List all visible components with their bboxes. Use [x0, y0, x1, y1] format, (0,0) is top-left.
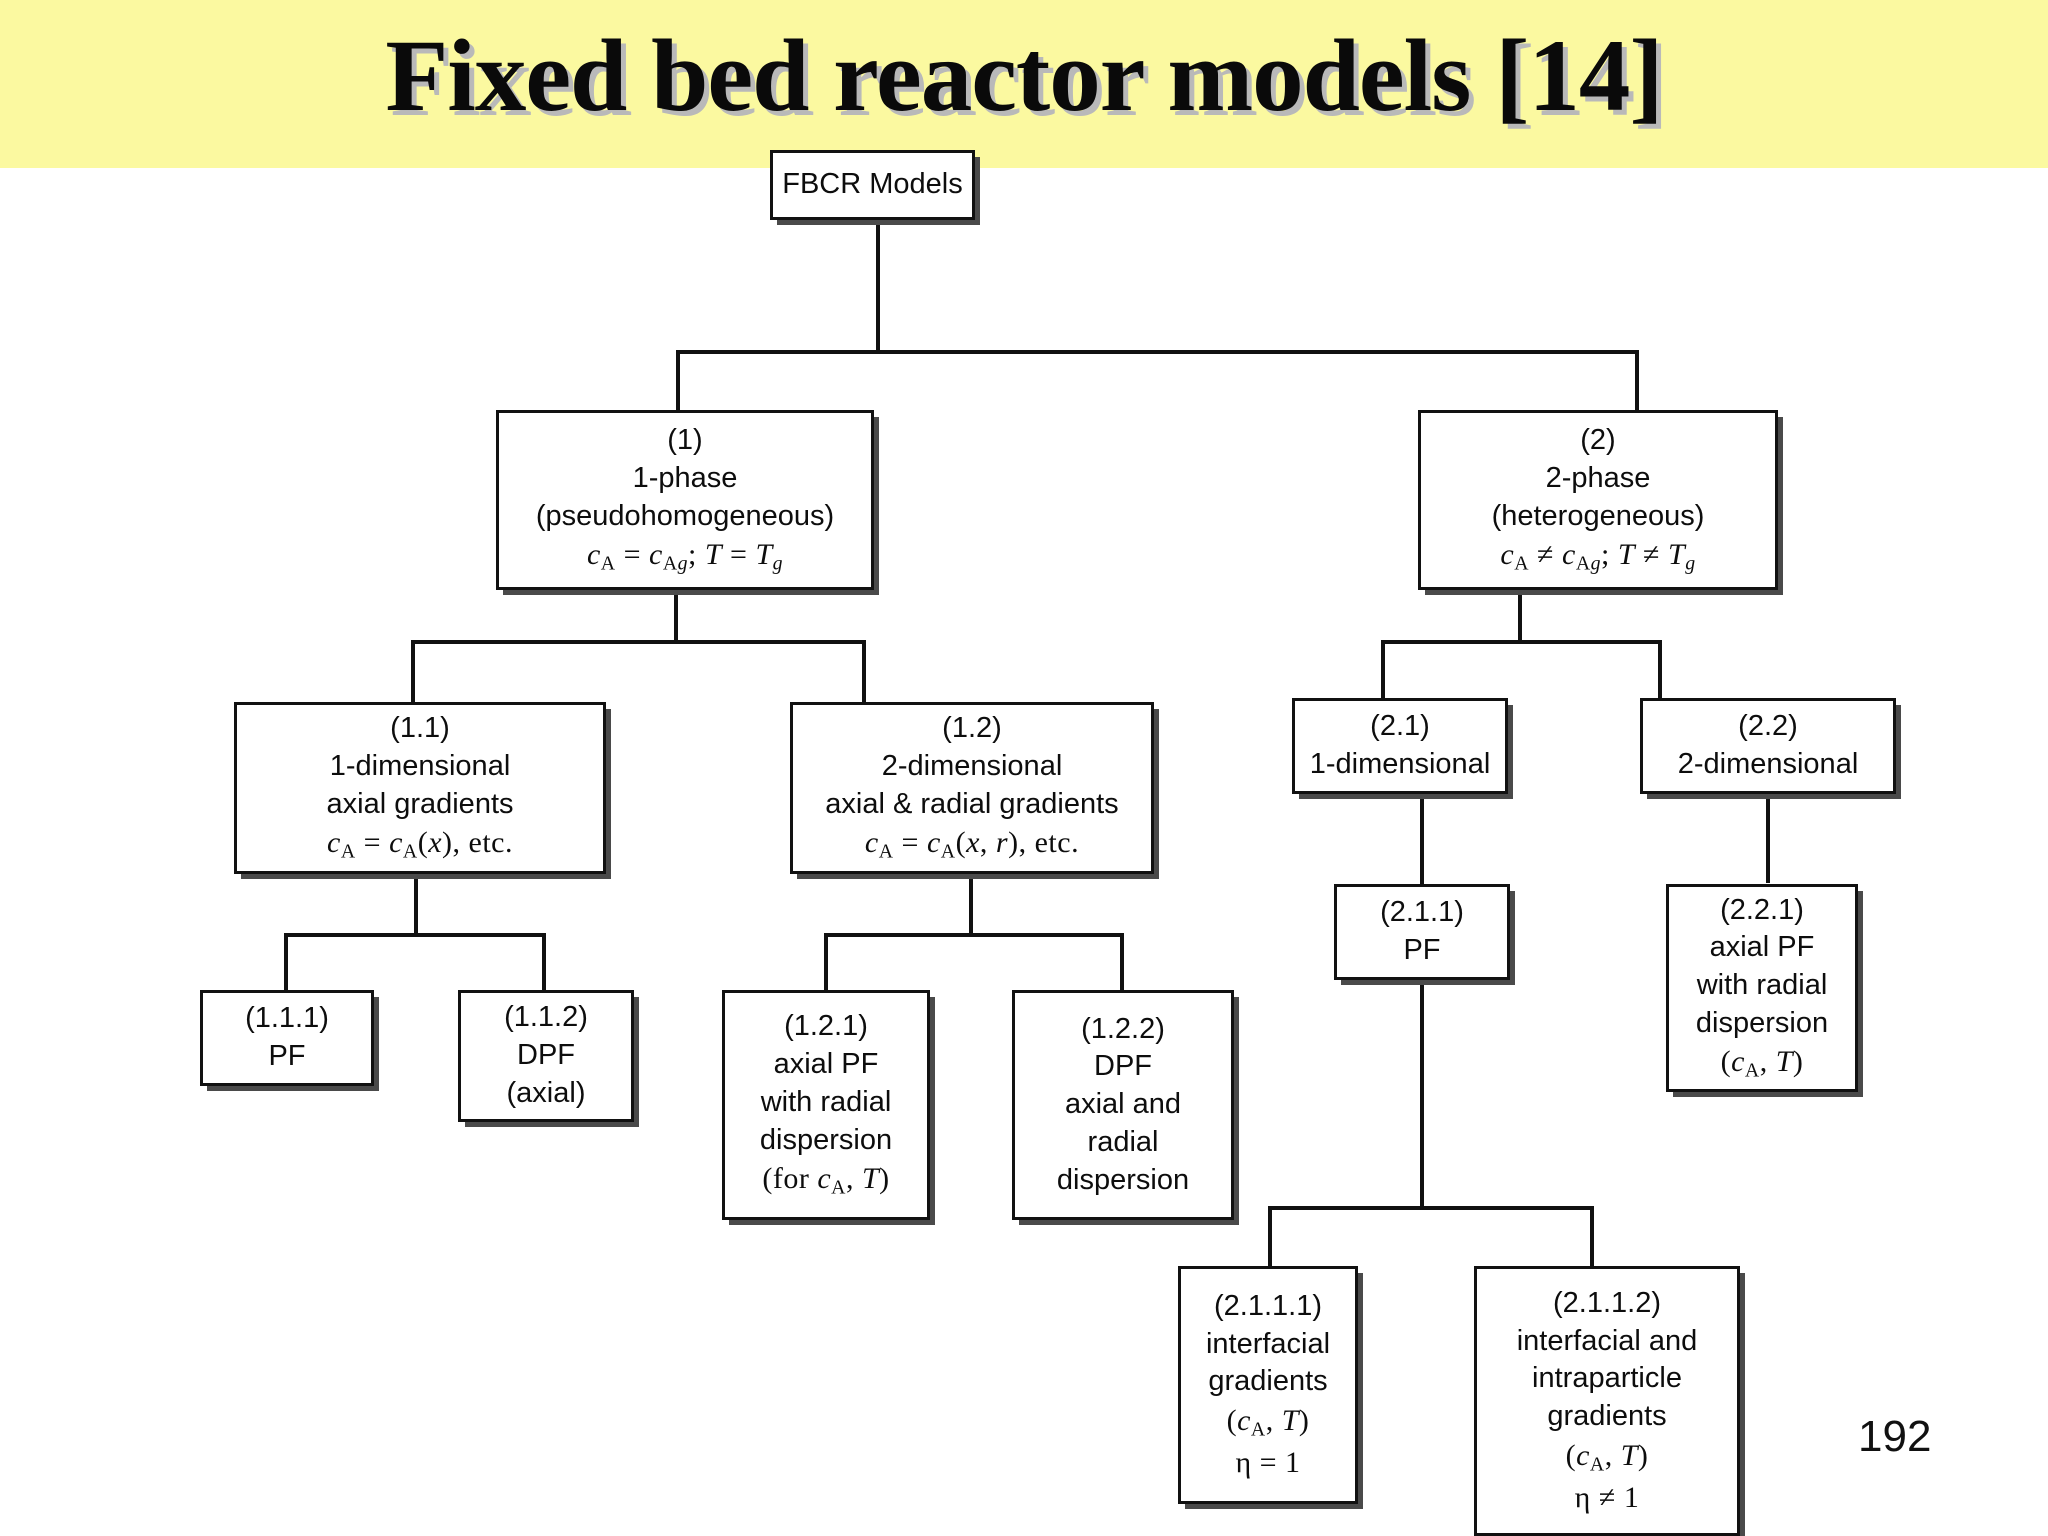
node-line: (2.2)	[1738, 710, 1798, 743]
node-formula: (for cA, T)	[762, 1162, 890, 1199]
node-2-1-1-2-interfacial-intraparticle-gradients[interactable]: (2.1.1.2) interfacial and intraparticle …	[1474, 1266, 1740, 1536]
node-line: with radial	[1696, 968, 1828, 1001]
node-line: axial PF	[773, 1048, 879, 1081]
node-line: dispersion	[1056, 1163, 1190, 1196]
edge-n11-to-n111	[284, 933, 288, 991]
node-line: 1-phase	[632, 462, 738, 495]
edge-n211-to-n2112	[1590, 1206, 1594, 1266]
node-2-1-1-1-interfacial-gradients[interactable]: (2.1.1.1) interfacial gradients (cA, T) …	[1178, 1266, 1358, 1504]
node-line: interfacial and	[1516, 1324, 1698, 1357]
node-1-1-one-dimensional[interactable]: (1.1) 1-dimensional axial gradients cA =…	[234, 702, 606, 874]
slide-title: Fixed bed reactor models [14]	[385, 19, 1663, 133]
edge-n211-to-n2111	[1268, 1206, 1272, 1266]
node-formula: η = 1	[1235, 1446, 1301, 1480]
node-1-2-2-dpf-axial-radial-dispersion[interactable]: (1.2.2) DPF axial and radial dispersion	[1012, 990, 1234, 1220]
edge-n2-to-n22	[1658, 640, 1662, 698]
node-2-2-1-axial-pf-radial-dispersion[interactable]: (2.2.1) axial PF with radial dispersion …	[1666, 884, 1858, 1092]
node-line: interfacial	[1205, 1327, 1331, 1360]
node-line: 1-dimensional	[1309, 748, 1491, 780]
node-line: 2-phase	[1545, 462, 1651, 495]
node-1-2-two-dimensional[interactable]: (1.2) 2-dimensional axial & radial gradi…	[790, 702, 1154, 874]
node-line: with radial	[760, 1085, 892, 1118]
node-formula: (cA, T)	[1565, 1438, 1649, 1476]
node-line: (1.2.2)	[1081, 1012, 1165, 1045]
edge-root-to-n1	[676, 350, 680, 410]
node-line: (1.2)	[942, 712, 1002, 745]
edge-n1-bus-stem	[674, 588, 678, 644]
edge-n11-bus	[284, 933, 546, 937]
edge-n1-to-n11	[411, 640, 415, 702]
node-2-1-one-dimensional[interactable]: (2.1) 1-dimensional	[1292, 698, 1508, 794]
node-line: (2.1.1.2)	[1553, 1286, 1661, 1319]
node-line: DPF	[517, 1039, 575, 1072]
edge-n22-to-n221	[1766, 793, 1770, 883]
node-line: (1)	[667, 424, 703, 457]
edge-n21-to-n211	[1420, 793, 1424, 885]
node-line: (2.1)	[1370, 710, 1430, 743]
edge-n1-to-n12	[862, 640, 866, 702]
node-line: (2)	[1580, 424, 1616, 457]
edge-n11-to-n112	[542, 933, 546, 991]
node-line: (2.1.1.1)	[1214, 1289, 1322, 1322]
node-line: (axial)	[506, 1076, 586, 1109]
edge-n1-bus	[411, 640, 866, 644]
node-line: PF	[268, 1040, 306, 1072]
node-2-2-two-dimensional[interactable]: (2.2) 2-dimensional	[1640, 698, 1896, 794]
edge-n211-bus	[1268, 1206, 1594, 1210]
edge-n12-bus	[824, 933, 1124, 937]
node-line: dispersion	[1695, 1006, 1829, 1039]
node-1-1-2-dpf-axial[interactable]: (1.1.2) DPF (axial)	[458, 990, 634, 1122]
node-2-1-1-pf[interactable]: (2.1.1) PF	[1334, 884, 1510, 980]
node-line: axial PF	[1709, 931, 1815, 964]
edge-root-bus-stem	[876, 218, 880, 352]
node-1-2-1-axial-pf-radial-dispersion[interactable]: (1.2.1) axial PF with radial dispersion …	[722, 990, 930, 1220]
node-line: 2-dimensional	[1677, 748, 1859, 780]
node-line: (2.2.1)	[1720, 893, 1804, 926]
node-line: 1-dimensional	[329, 750, 511, 783]
node-line: (heterogeneous)	[1491, 499, 1705, 532]
node-line: FBCR Models	[782, 168, 963, 201]
node-line: DPF	[1094, 1050, 1152, 1083]
edge-n2-to-n21	[1381, 640, 1385, 698]
node-formula: cA = cAg; T = Tg	[586, 538, 784, 575]
edge-n2-bus-stem	[1518, 588, 1522, 644]
node-line: gradients	[1208, 1365, 1328, 1398]
node-line: (2.1.1)	[1380, 896, 1464, 929]
edge-n211-bus-stem	[1420, 980, 1424, 1210]
node-fbcr-models[interactable]: FBCR Models	[770, 150, 975, 220]
edge-n11-bus-stem	[414, 873, 418, 935]
node-line: 2-dimensional	[881, 750, 1063, 783]
page-number: 192	[1858, 1412, 1932, 1461]
node-line: gradients	[1547, 1400, 1667, 1433]
node-line: axial gradients	[326, 787, 514, 820]
edge-root-bus	[676, 350, 1639, 354]
edge-root-to-n2	[1635, 350, 1639, 410]
edge-n12-bus-stem	[969, 873, 973, 935]
node-formula: (cA, T)	[1720, 1045, 1804, 1082]
edge-n12-to-n122	[1120, 933, 1124, 991]
node-formula: cA ≠ cAg; T ≠ Tg	[1500, 538, 1696, 575]
node-formula: (cA, T)	[1226, 1403, 1310, 1441]
node-1-1-1-pf[interactable]: (1.1.1) PF	[200, 990, 374, 1086]
node-line: (pseudohomogeneous)	[535, 499, 835, 532]
node-line: (1.1)	[390, 712, 450, 745]
node-formula: η ≠ 1	[1574, 1481, 1640, 1514]
node-line: radial	[1087, 1125, 1159, 1158]
node-2-heterogeneous[interactable]: (2) 2-phase (heterogeneous) cA ≠ cAg; T …	[1418, 410, 1778, 590]
node-formula: cA = cA(x, r), etc.	[864, 826, 1080, 863]
title-banner: Fixed bed reactor models [14]	[0, 0, 2048, 168]
node-line: axial and	[1064, 1088, 1182, 1121]
node-formula: cA = cA(x), etc.	[327, 826, 513, 863]
node-line: (1.1.2)	[504, 1001, 588, 1034]
node-line: PF	[1403, 934, 1441, 966]
edge-n12-to-n121	[824, 933, 828, 991]
node-line: intraparticle	[1532, 1362, 1682, 1395]
edge-n2-bus	[1381, 640, 1662, 644]
node-line: (1.1.1)	[245, 1002, 329, 1035]
node-line: dispersion	[759, 1123, 893, 1156]
node-1-pseudohomogeneous[interactable]: (1) 1-phase (pseudohomogeneous) cA = cAg…	[496, 410, 874, 590]
node-line: (1.2.1)	[784, 1010, 868, 1043]
node-line: axial & radial gradients	[825, 787, 1119, 820]
